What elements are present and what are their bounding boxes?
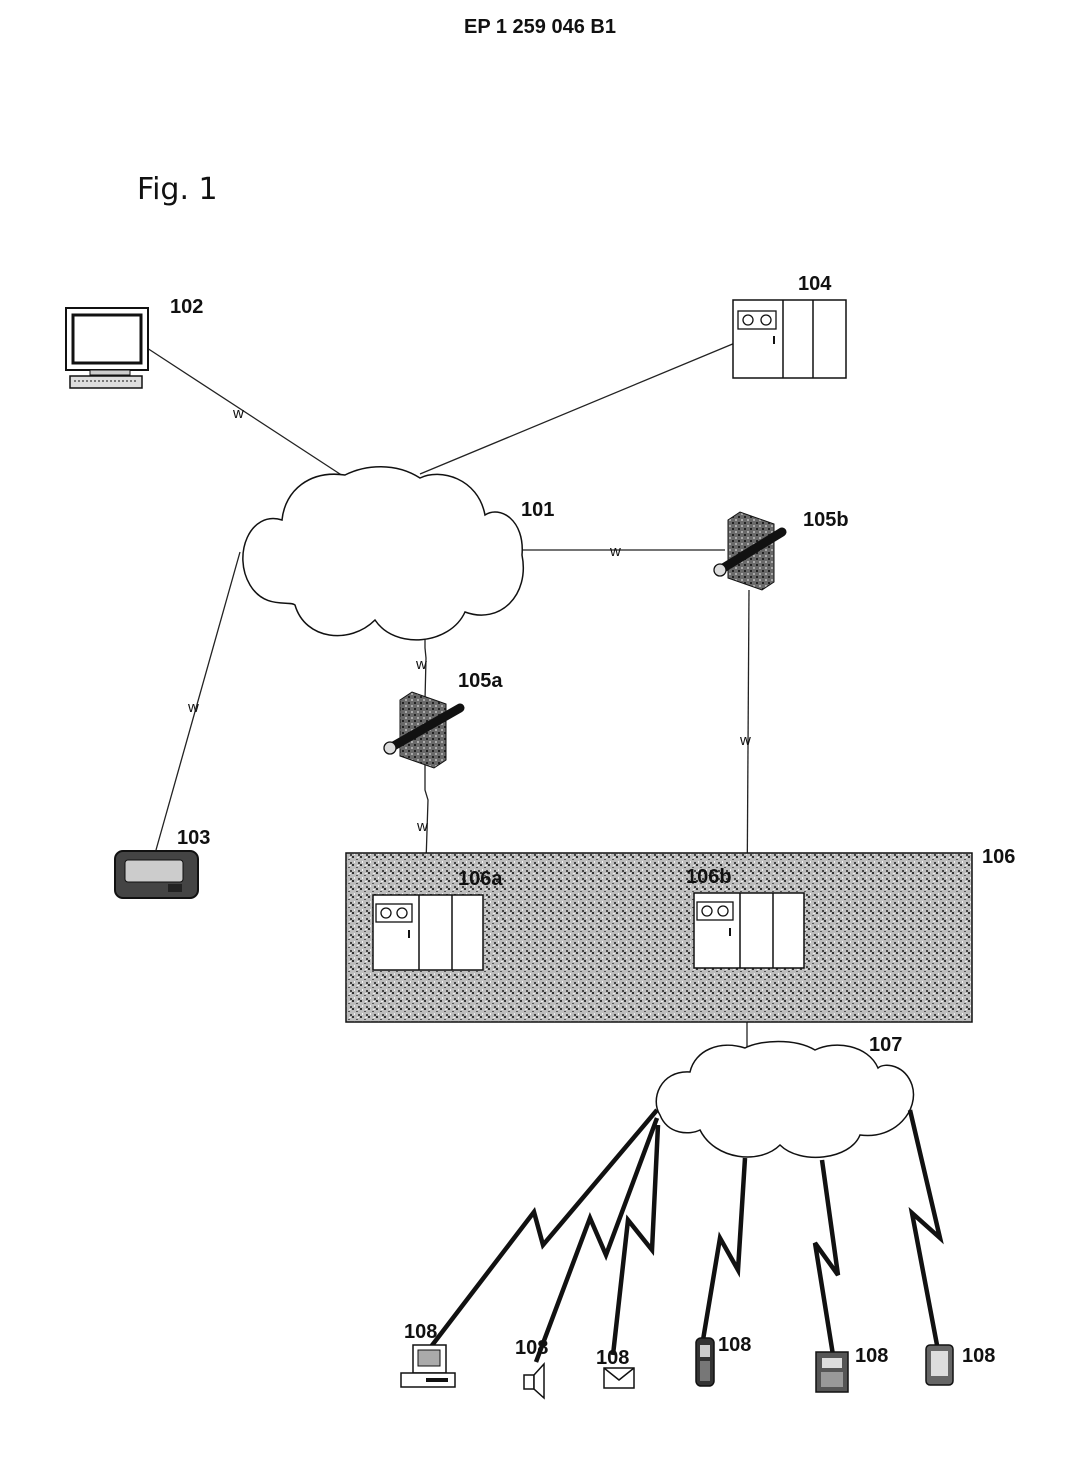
- desk-phone-icon: [815, 1351, 849, 1393]
- link-marker: w: [416, 818, 428, 835]
- link-firewall-a-server-a: [424, 765, 429, 894]
- internet-cloud: [242, 466, 525, 641]
- wireless-link: [812, 1159, 841, 1356]
- link-marker: w: [415, 656, 427, 673]
- label-internet-cloud: 101: [521, 499, 554, 521]
- link-marker: w: [187, 699, 199, 716]
- email-envelope-icon: [603, 1367, 635, 1389]
- wireless-link: [428, 1108, 659, 1350]
- label-firewall-b: 105b: [803, 509, 849, 531]
- link-marker: w: [739, 732, 751, 749]
- speaker-icon: [523, 1362, 545, 1400]
- label-firewall-a: 105a: [458, 670, 503, 692]
- figure-title: Fig. 1: [137, 172, 218, 207]
- link-cloud-pager: [155, 551, 241, 851]
- link-marker: w: [232, 405, 244, 422]
- link-marker: w: [609, 543, 621, 560]
- mobile-network-cloud: [655, 1040, 915, 1158]
- label-device: 108: [962, 1345, 995, 1367]
- label-mobile-network: 107: [869, 1034, 902, 1056]
- label-device: 108: [855, 1345, 888, 1367]
- wireless-link: [700, 1157, 748, 1341]
- wireless-link: [533, 1117, 660, 1363]
- link-server-cloud: [419, 342, 736, 475]
- link-cloud-firewall-a: [424, 636, 427, 701]
- pager-icon: [114, 850, 199, 899]
- label-server: 104: [798, 273, 832, 295]
- label-device: 108: [596, 1347, 629, 1369]
- computer-icon: [65, 307, 149, 389]
- label-device: 108: [718, 1334, 751, 1356]
- document-header: EP 1 259 046 B1: [464, 16, 616, 38]
- firewall-a-icon: [383, 691, 465, 769]
- label-device: 108: [515, 1337, 548, 1359]
- label-device: 108: [404, 1321, 437, 1343]
- label-server-cluster: 106: [982, 846, 1015, 868]
- label-server-a: 106a: [458, 868, 503, 890]
- server-a-icon: [372, 894, 484, 971]
- wireless-link: [610, 1124, 661, 1356]
- label-pager: 103: [177, 827, 210, 849]
- server-icon: [732, 299, 847, 379]
- wireless-link: [907, 1109, 944, 1346]
- link-computer-cloud: [146, 347, 344, 477]
- fax-icon: [400, 1344, 456, 1388]
- mobile-phone-icon: [695, 1337, 715, 1387]
- firewall-b-icon: [713, 511, 787, 591]
- label-computer: 102: [170, 296, 203, 318]
- label-server-b: 106b: [686, 866, 732, 888]
- pda-icon: [925, 1344, 954, 1386]
- server-b-icon: [693, 892, 805, 969]
